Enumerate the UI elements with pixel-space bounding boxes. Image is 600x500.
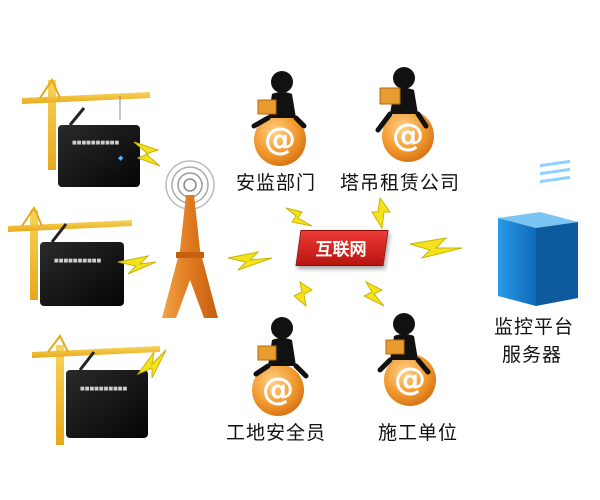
lightning-icon bbox=[362, 280, 385, 307]
server-icon bbox=[498, 159, 578, 306]
label-construction-unit: 施工单位 bbox=[378, 422, 459, 444]
internet-hub-label: 互联网 bbox=[315, 240, 367, 260]
person-with-laptop-icon bbox=[375, 67, 429, 133]
monitor-device-icon: ■■■■■■■■■■ ◆ bbox=[58, 107, 140, 187]
lightning-icon bbox=[293, 280, 313, 308]
lightning-icon bbox=[227, 251, 273, 271]
person-with-laptop-icon bbox=[377, 313, 431, 375]
crane-icon bbox=[8, 205, 132, 300]
radio-tower-icon bbox=[162, 160, 218, 318]
label-server-line2: 服务器 bbox=[502, 344, 563, 366]
lightning-icon bbox=[371, 196, 391, 230]
lightning-icon bbox=[285, 207, 313, 227]
svg-text:◆: ◆ bbox=[118, 154, 124, 162]
at-sign-icon: @ bbox=[252, 364, 304, 416]
svg-text:@: @ bbox=[392, 116, 424, 154]
lightning-icon bbox=[117, 255, 157, 275]
svg-text:@: @ bbox=[262, 370, 294, 408]
person-with-laptop-icon bbox=[251, 71, 307, 129]
monitor-device-icon: ■■■■■■■■■■ bbox=[66, 351, 148, 438]
person-with-laptop-icon bbox=[253, 317, 309, 379]
label-site-safety: 工地安全员 bbox=[226, 422, 327, 444]
lightning-icon bbox=[133, 141, 161, 167]
lightning-icon bbox=[409, 237, 463, 259]
svg-text:■■■■■■■■■■: ■■■■■■■■■■ bbox=[80, 386, 128, 392]
label-safety-dept: 安监部门 bbox=[236, 172, 317, 194]
monitor-device-icon: ■■■■■■■■■■ bbox=[40, 223, 124, 306]
crane-icon bbox=[22, 77, 150, 170]
crane-icon bbox=[32, 334, 160, 445]
svg-text:@: @ bbox=[264, 120, 296, 158]
at-sign-icon: @ bbox=[254, 114, 306, 166]
label-tower-rental: 塔吊租赁公司 bbox=[340, 172, 461, 194]
at-sign-icon: @ bbox=[384, 354, 436, 406]
lightning-icon bbox=[136, 349, 167, 379]
svg-text:■■■■■■■■■■: ■■■■■■■■■■ bbox=[72, 140, 120, 146]
label-server-line1: 监控平台 bbox=[494, 316, 575, 338]
svg-text:■■■■■■■■■■: ■■■■■■■■■■ bbox=[54, 258, 102, 264]
